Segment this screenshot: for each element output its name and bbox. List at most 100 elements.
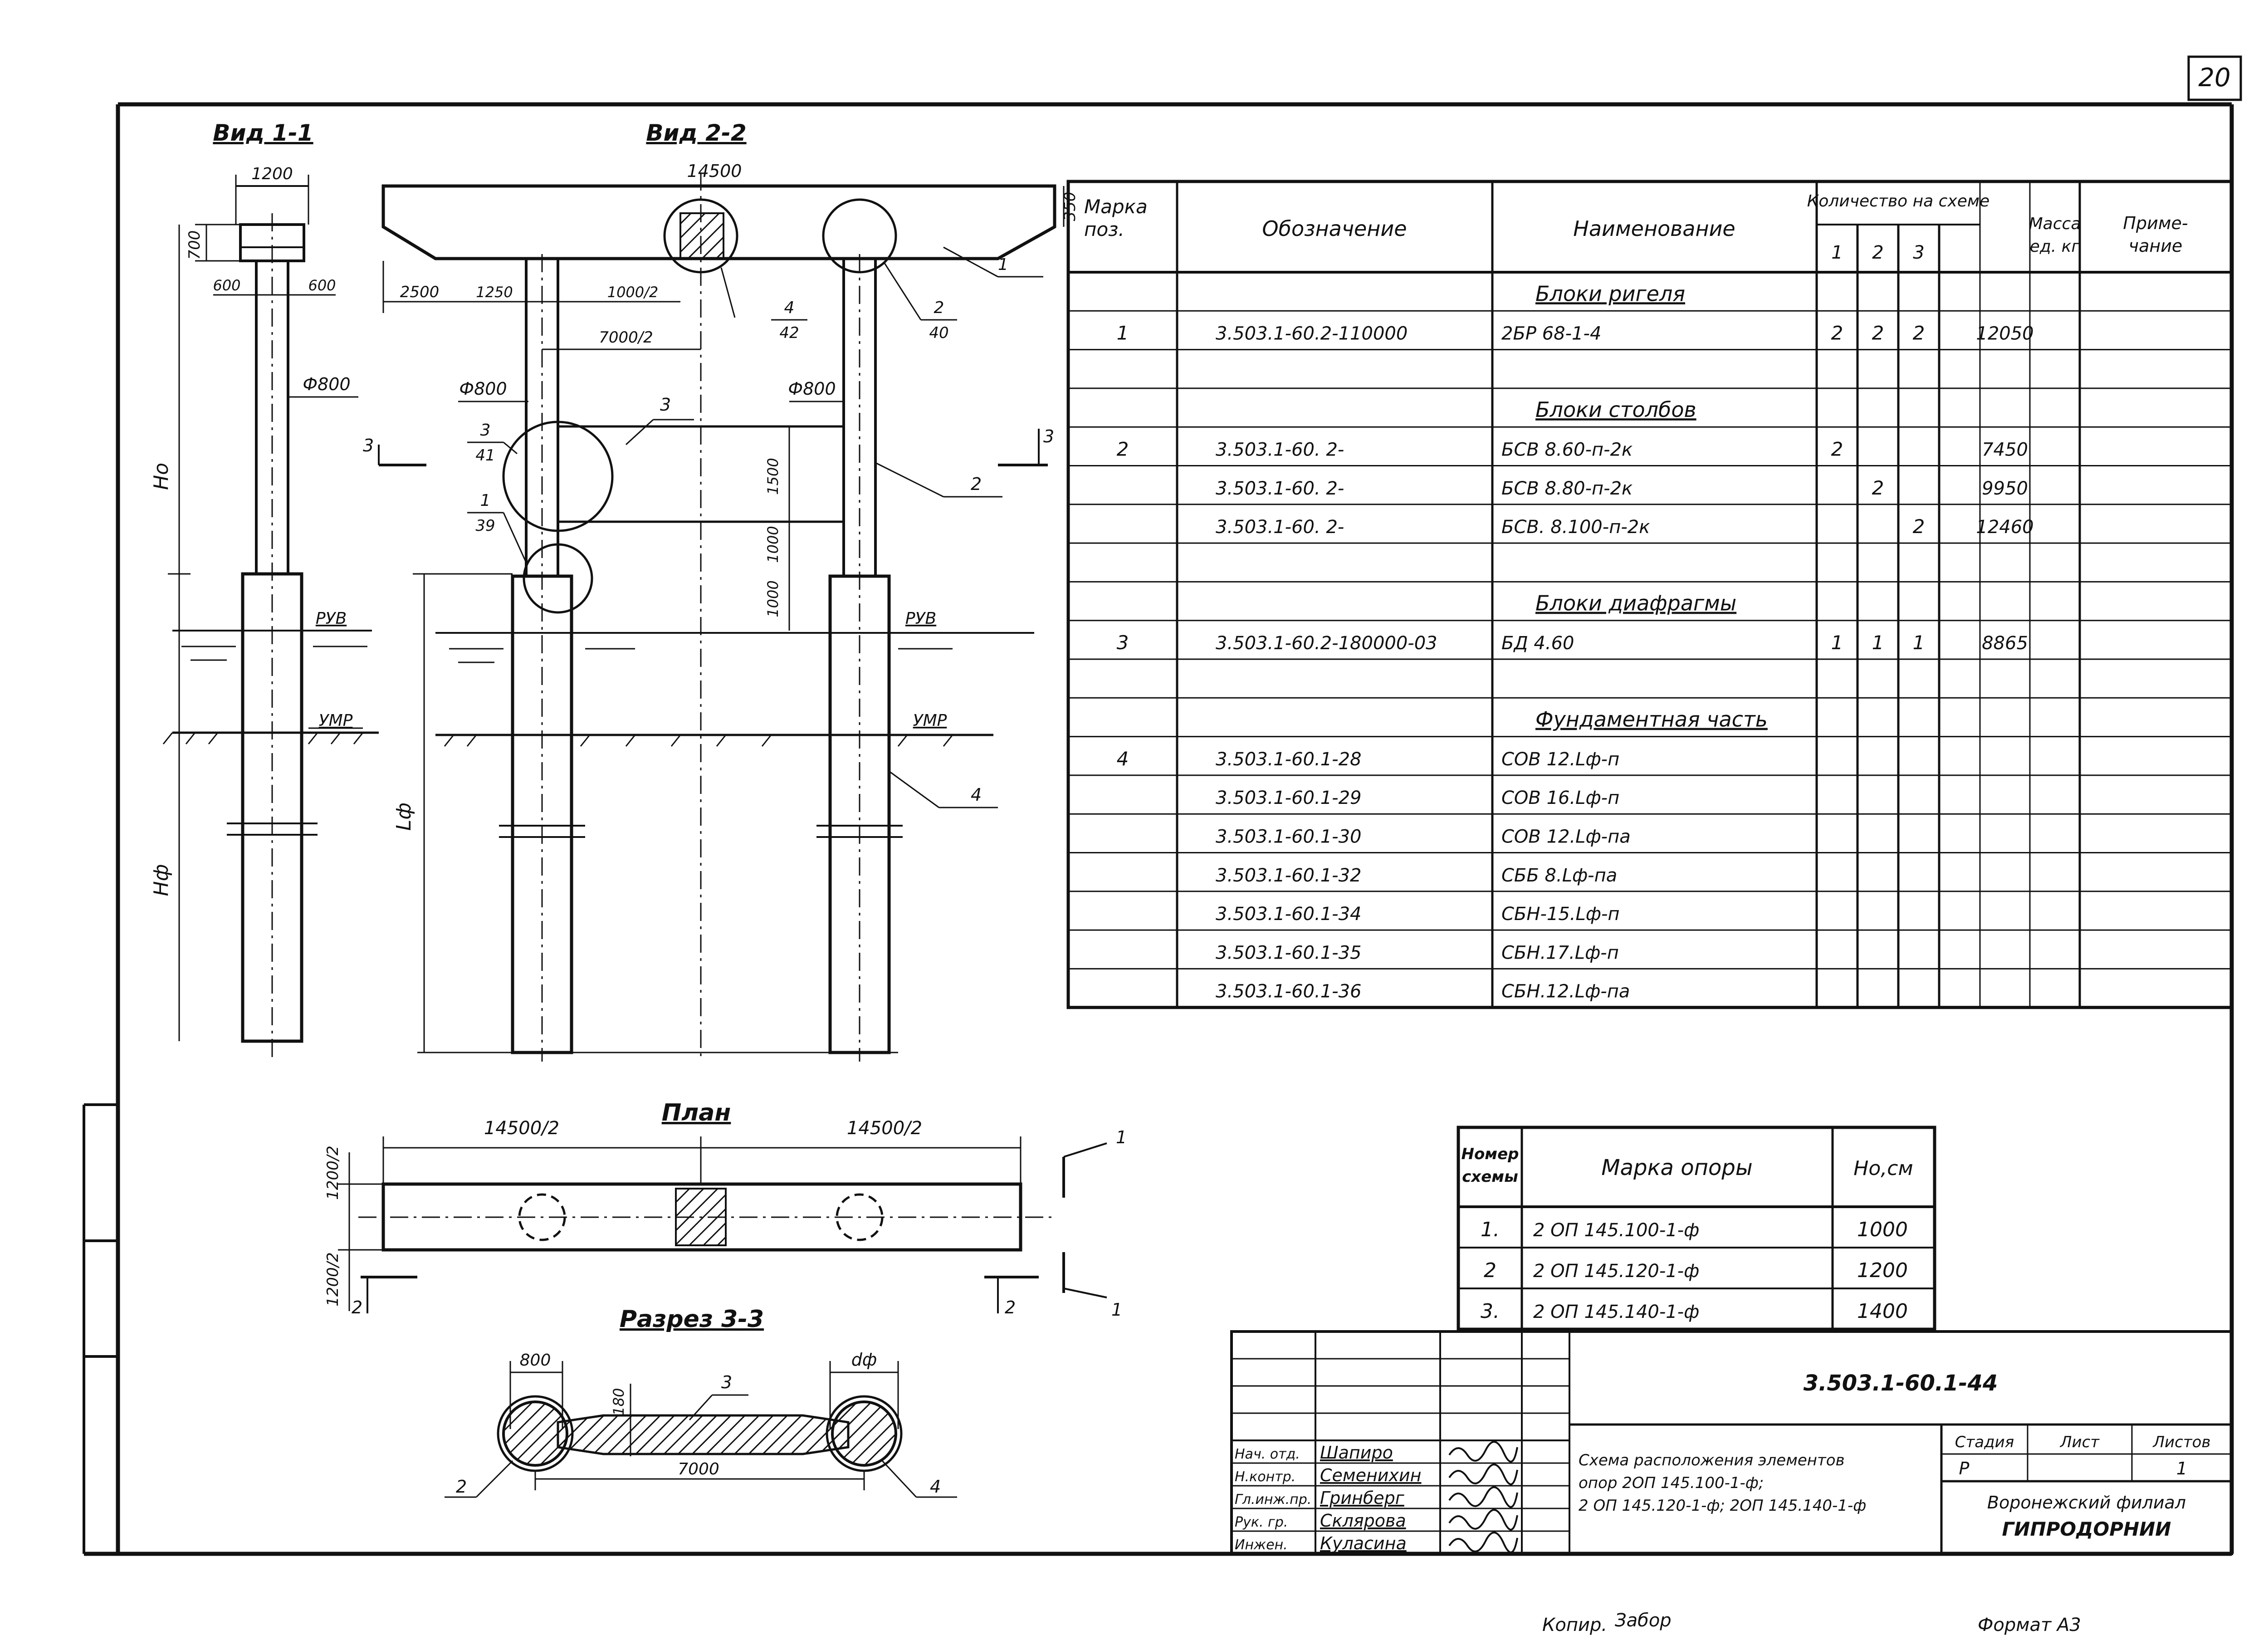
cell-name: СБН.17.Lф-п	[1501, 942, 1619, 963]
header-support-mark: Марка опоры	[1601, 1155, 1752, 1180]
stage-label: Стадия	[1955, 1433, 2014, 1451]
cell-mark: 1	[1117, 322, 1129, 344]
cell-qty-1: 2	[1831, 322, 1843, 344]
view22-dim-1000b: 1000	[764, 580, 782, 617]
view22-callout-1: 1	[480, 491, 491, 510]
view22-leader-3: 3	[660, 395, 671, 415]
cell-designation: 3.503.1-60. 2-	[1216, 478, 1344, 499]
org-line1: Воронежский филиал	[1987, 1493, 2186, 1513]
cell-designation: 3.503.1-60. 2-	[1216, 517, 1344, 538]
header-name: Наименование	[1573, 216, 1735, 241]
sheets-label: Листов	[2152, 1433, 2210, 1451]
cell-ho: 1000	[1857, 1218, 1908, 1241]
signature-mark	[1448, 1532, 1518, 1553]
view11-ho: Но	[150, 463, 173, 490]
cell-designation: 3.503.1-60.1-32	[1216, 865, 1362, 886]
cell-qty-3: 2	[1913, 322, 1925, 344]
cell-mass: 9950	[1982, 478, 2028, 499]
signature-mark	[1448, 1464, 1518, 1485]
signatory-row: Инжен. Куласина	[1235, 1532, 1518, 1553]
view11-dim-1200: 1200	[251, 165, 293, 183]
cell-name: СББ 8.Lф-па	[1501, 865, 1617, 886]
table-row: 3.503.1-60. 2- БСВ. 8.100-п-2к 2 12460	[1216, 515, 2034, 538]
header-ho: Но,см	[1853, 1157, 1913, 1180]
cell-support-mark: 2 ОП 145.120-1-ф	[1533, 1261, 1699, 1282]
signatory-row: Нач. отд. Шапиро	[1235, 1441, 1518, 1463]
signatory-role: Инжен.	[1235, 1537, 1288, 1553]
plan-mark-1-bottom: 1	[1111, 1300, 1122, 1320]
view-1-1: Вид 1-1 1200 700 600 600 Ф800 Но Нф РУ	[150, 120, 379, 1062]
plan-title: План	[662, 1099, 731, 1126]
table-row: 3.503.1-60.1-32 СББ 8.Lф-па	[1216, 865, 1617, 886]
table-row: Фундаментная часть	[1535, 707, 1768, 732]
view22-callout-4: 4	[784, 299, 795, 317]
view22-leader-4: 4	[971, 785, 982, 805]
signatory-role: Гл.инж.пр.	[1235, 1492, 1311, 1508]
cell-support-mark: 2 ОП 145.100-1-ф	[1533, 1220, 1699, 1241]
description-line2: опор 2ОП 145.100-1-ф;	[1579, 1474, 1764, 1492]
view22-leader-2: 2	[971, 474, 982, 494]
section-heading: Блоки диафрагмы	[1535, 591, 1736, 616]
section33-dim-180: 180	[610, 1388, 627, 1415]
section33-dim-7000: 7000	[678, 1460, 719, 1479]
header-note: Приме-чание	[2123, 213, 2188, 256]
view11-phi: Ф800	[303, 374, 350, 394]
copy-signature: Забор	[1615, 1610, 1672, 1631]
format-signature: Формат А3	[1978, 1615, 2081, 1635]
sheet-label: Лист	[2059, 1433, 2100, 1451]
section33-title: Разрез 3-3	[620, 1306, 764, 1333]
plan-mark-1-top: 1	[1116, 1127, 1127, 1147]
cell-name: БД 4.60	[1501, 633, 1574, 654]
signatory-role: Нач. отд.	[1235, 1446, 1300, 1462]
cell-scheme-num: 3.	[1481, 1300, 1500, 1323]
cell-qty-3: 2	[1913, 515, 1925, 538]
title-block: 3.503.1-60.1-44 Стадия Лист Листов Р 1 С…	[1230, 1330, 2233, 1555]
cell-name: БСВ. 8.100-п-2к	[1501, 517, 1650, 538]
plan-view: План 14500/2 14500/2 1200/2 1200/2 2 2 1…	[324, 1099, 1127, 1320]
cell-designation: 3.503.1-60.1-34	[1216, 904, 1362, 925]
view22-dim-2500: 2500	[400, 283, 440, 301]
cell-mass: 12460	[1976, 517, 2033, 538]
view22-dim-1250: 1250	[476, 284, 513, 301]
page-number: 20	[2198, 63, 2230, 93]
cell-name: БСВ 8.80-п-2к	[1501, 478, 1633, 499]
cell-designation: 3.503.1-60.1-29	[1216, 788, 1362, 808]
section-heading: Блоки ригеля	[1535, 281, 1685, 306]
cell-designation: 3.503.1-60.1-36	[1216, 981, 1362, 1002]
header-qty-3: 3	[1913, 242, 1924, 263]
signatory-name: Куласина	[1320, 1533, 1407, 1553]
table-row: Блоки диафрагмы	[1535, 591, 1736, 616]
cell-name: СОВ 12.Lф-п	[1501, 749, 1619, 770]
cell-mark: 4	[1117, 748, 1129, 770]
org-line2: ГИПРОДОРНИИ	[2002, 1518, 2171, 1540]
signatory-row: Н.контр.Семенихин	[1235, 1464, 1518, 1485]
cell-mark: 2	[1117, 438, 1129, 460]
cell-qty-3: 1	[1913, 632, 1925, 654]
cell-name: СОВ 12.Lф-па	[1501, 827, 1631, 847]
cell-qty-2: 2	[1872, 477, 1884, 499]
sheets-value: 1	[2176, 1459, 2187, 1479]
plan-dim-side-top: 1200/2	[324, 1146, 342, 1200]
header-qty-2: 2	[1872, 242, 1883, 263]
cell-mass: 7450	[1982, 440, 2028, 460]
section33-leader-2: 2	[456, 1477, 467, 1497]
plan-dim-right: 14500/2	[847, 1118, 922, 1139]
section33-leader-3: 3	[721, 1372, 732, 1392]
view22-callout-39: 39	[475, 517, 495, 535]
view22-umr: УМР	[913, 711, 947, 730]
view22-dim-1000a: 1000	[764, 526, 782, 563]
signatory-name: Шапиро	[1320, 1443, 1393, 1463]
section33-leader-4: 4	[930, 1477, 941, 1497]
description-line1: Схема расположения элементов	[1579, 1451, 1845, 1469]
doc-code: 3.503.1-60.1-44	[1804, 1371, 1998, 1396]
